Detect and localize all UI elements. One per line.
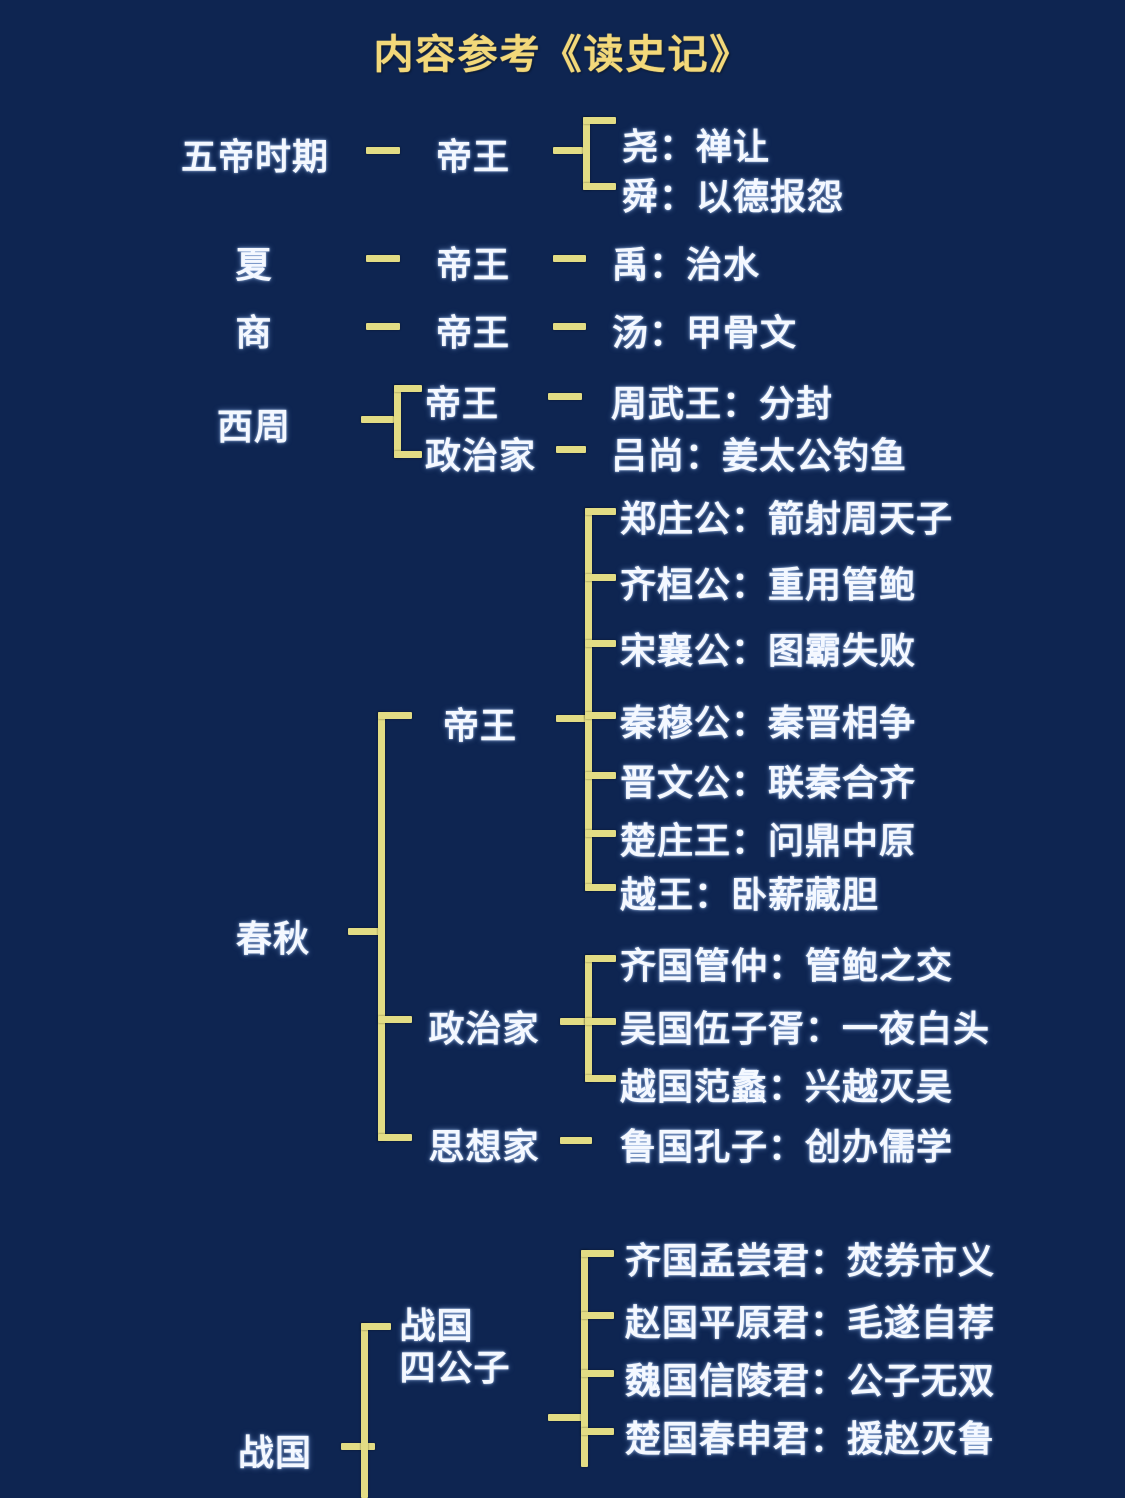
connector-era-zhanguo: [341, 1443, 375, 1450]
connector-role-diwang-wudi: [553, 147, 583, 154]
connector-era-xizhou: [361, 416, 394, 423]
page-title: 内容参考《读史记》: [373, 33, 752, 77]
bracket-vertical-sigongzi: [581, 1250, 588, 1467]
bracket-vertical-xizhou: [394, 385, 401, 458]
entry-lvshang: 吕尚：姜太公钓鱼: [611, 435, 908, 476]
role-label-zhengzhijia-xizhou: 政治家: [425, 435, 537, 476]
bracket-stub-fanli: [585, 1075, 616, 1082]
bracket-stub-chuzhuangwang: [585, 830, 616, 837]
bracket-stub-wuzixu: [585, 1018, 616, 1025]
entry-zhouwuwang: 周武王：分封: [611, 383, 834, 424]
entry-zhengzhuanggong: 郑庄公：箭射周天子: [620, 498, 954, 539]
connector-role-zhengzhijia-xizhou: [556, 446, 586, 453]
bracket-stub-xizhou-diwang: [394, 385, 422, 392]
bracket-stub-songxianggong: [585, 640, 616, 647]
bracket-stub-xizhou-zhengzhijia: [394, 451, 422, 458]
role-label-diwang-shang: 帝王: [435, 312, 511, 353]
entry-mengchangjun: 齐国孟尝君：焚券市义: [625, 1240, 996, 1281]
era-label-chunqiu: 春秋: [235, 918, 311, 959]
bracket-stub-yao: [583, 117, 616, 124]
bracket-stub-zhengzhuanggong: [585, 508, 616, 515]
connector-role-diwang-shang: [553, 323, 586, 330]
entry-jinwengong: 晋文公：联秦合齐: [620, 762, 917, 803]
bracket-stub-qihuangong: [585, 574, 616, 581]
bracket-stub-mengchangjun: [581, 1250, 614, 1257]
connector-role-diwang-xizhou: [548, 393, 582, 400]
bracket-stub-chunqiu-diwang: [378, 712, 412, 719]
bracket-stub-chunqiu-sixiangjia: [378, 1134, 412, 1141]
entry-songxianggong: 宋襄公：图霸失败: [620, 630, 917, 671]
entry-chuzhuangwang: 楚庄王：问鼎中原: [620, 820, 917, 861]
entry-yuewang: 越王：卧薪藏胆: [620, 874, 880, 915]
role-label-zhengzhijia-chunqiu: 政治家: [428, 1008, 540, 1049]
entry-qihuangong: 齐桓公：重用管鲍: [620, 564, 917, 605]
connector-era-shang: [366, 323, 400, 330]
connector-role-sixiangjia-chunqiu: [560, 1137, 592, 1144]
entry-fanli: 越国范蠡：兴越灭吴: [620, 1066, 954, 1107]
bracket-stub-xinlingjun: [581, 1370, 614, 1377]
bracket-stub-shun: [583, 183, 616, 190]
bracket-stub-guanzhong: [585, 955, 616, 962]
bracket-stub-chunqiu-zhengzhijia: [378, 1016, 412, 1023]
era-label-xia: 夏: [235, 244, 273, 285]
role-label-diwang-chunqiu: 帝王: [442, 705, 518, 746]
entry-kongzi: 鲁国孔子：创办儒学: [620, 1126, 954, 1167]
bracket-stub-pingyuanjun: [581, 1312, 614, 1319]
connector-role-zhengzhijia-chunqiu: [560, 1018, 592, 1025]
entry-yao: 尧：禅让: [622, 126, 771, 167]
entry-pingyuanjun: 赵国平原君：毛遂自荐: [625, 1302, 996, 1343]
bracket-stub-jinwengong: [585, 772, 616, 779]
bracket-stub-qinmugong: [585, 712, 616, 719]
role-label-sixiangjia-chunqiu: 思想家: [428, 1126, 540, 1167]
connector-era-chunqiu: [348, 928, 381, 935]
bracket-stub-zhanguo-sigongzi: [361, 1323, 391, 1330]
role-label-diwang-xizhou: 帝王: [425, 383, 500, 424]
entry-guanzhong: 齐国管仲：管鲍之交: [620, 945, 954, 986]
bracket-stub-yuewang: [585, 884, 616, 891]
era-label-wudi: 五帝时期: [180, 136, 330, 177]
entry-tang: 汤：甲骨文: [612, 312, 798, 353]
role-label-diwang-xia: 帝王: [435, 244, 511, 285]
bracket-vertical-chunqiu-diwang: [585, 508, 592, 891]
entry-yu: 禹：治水: [612, 244, 761, 285]
connector-era-wudi: [366, 147, 400, 154]
era-label-zhanguo: 战国: [237, 1432, 313, 1473]
role-label-diwang-wudi: 帝王: [435, 136, 511, 177]
connector-role-diwang-chunqiu: [556, 715, 588, 722]
bracket-stub-chunshenjun: [581, 1428, 614, 1435]
connector-era-xia: [366, 255, 400, 262]
entry-chunshenjun: 楚国春申君：援赵灭鲁: [625, 1418, 996, 1459]
connector-role-sigongzi: [548, 1414, 582, 1421]
era-label-shang: 商: [235, 312, 273, 353]
entry-xinlingjun: 魏国信陵君：公子无双: [625, 1360, 996, 1401]
entry-qinmugong: 秦穆公：秦晋相争: [620, 702, 917, 743]
era-label-xizhou: 西周: [216, 406, 292, 447]
bracket-vertical-zhanguo: [361, 1323, 368, 1498]
entry-wuzixu: 吴国伍子胥：一夜白头: [620, 1008, 991, 1049]
bracket-vertical-wudi: [583, 117, 590, 190]
connector-role-diwang-xia: [553, 255, 586, 262]
entry-shun: 舜：以德报怨: [622, 176, 845, 217]
bracket-vertical-chunqiu: [378, 712, 385, 1141]
role-label-sigongzi: 战国 四公子: [399, 1305, 511, 1389]
